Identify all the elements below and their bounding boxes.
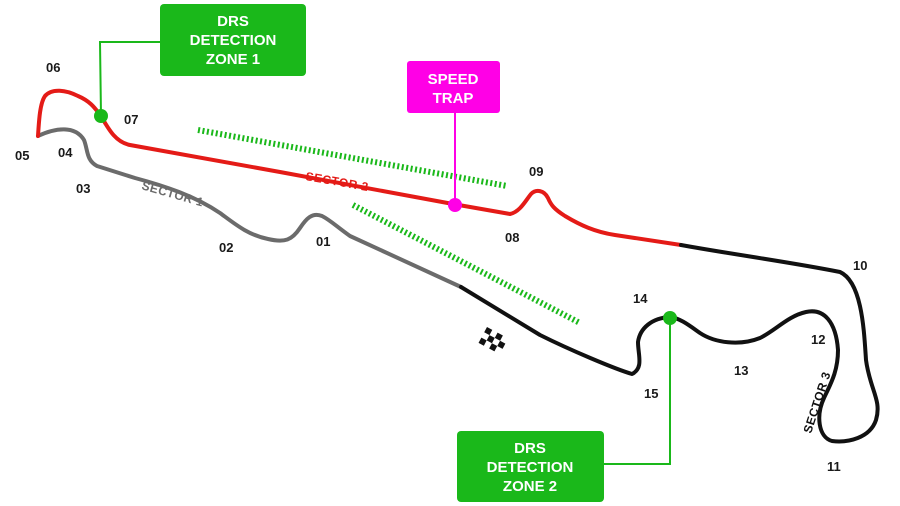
drs-zone-1-line-2: DETECTION	[190, 32, 277, 49]
checkered-flag-icon	[478, 327, 506, 352]
turn-label-10: 10	[853, 258, 867, 273]
speed-trap-line-1: SPEED	[428, 71, 479, 88]
drs-zone-2-line-2: DETECTION	[487, 459, 574, 476]
speed-trap-callout: SPEED TRAP	[407, 61, 500, 113]
turn-label-11: 11	[827, 459, 841, 474]
turn-label-14: 14	[633, 291, 648, 306]
speed-trap-line-2: TRAP	[433, 90, 474, 107]
drs-detection-zone-2-callout: DRS DETECTION ZONE 2	[457, 431, 604, 502]
turn-label-08: 08	[505, 230, 519, 245]
drs-zone-2-line-1: DRS	[514, 440, 546, 457]
drs-detection-point-1	[94, 109, 108, 123]
drs-zone-1-line-3: ZONE 1	[206, 51, 260, 68]
drs-zone-1-line-1: DRS	[217, 13, 249, 30]
turn-label-05: 05	[15, 148, 29, 163]
turn-label-13: 13	[734, 363, 748, 378]
drs-zone-2-connector	[604, 318, 671, 465]
sector-1-label: SECTOR 1	[140, 178, 205, 209]
drs-zone-line-2	[351, 202, 582, 326]
drs-detection-zone-1-callout: DRS DETECTION ZONE 1	[160, 4, 306, 76]
turn-label-03: 03	[76, 181, 90, 196]
turn-label-04: 04	[58, 145, 73, 160]
turn-label-01: 01	[316, 234, 330, 249]
turn-label-06: 06	[46, 60, 60, 75]
turn-label-15: 15	[644, 386, 658, 401]
turn-label-02: 02	[219, 240, 233, 255]
drs-zone-1-connector	[98, 41, 160, 117]
turn-label-09: 09	[529, 164, 543, 179]
drs-detection-point-2	[663, 311, 677, 325]
speed-trap-point	[448, 198, 462, 212]
turn-label-12: 12	[811, 332, 825, 347]
sector-3-label: SECTOR 3	[801, 370, 834, 435]
track-sector-1	[36, 127, 463, 289]
sector-2-label: SECTOR 2	[304, 169, 369, 194]
turn-label-07: 07	[124, 112, 138, 127]
track-sector-3	[459, 243, 880, 444]
drs-zone-2-line-3: ZONE 2	[503, 478, 557, 495]
